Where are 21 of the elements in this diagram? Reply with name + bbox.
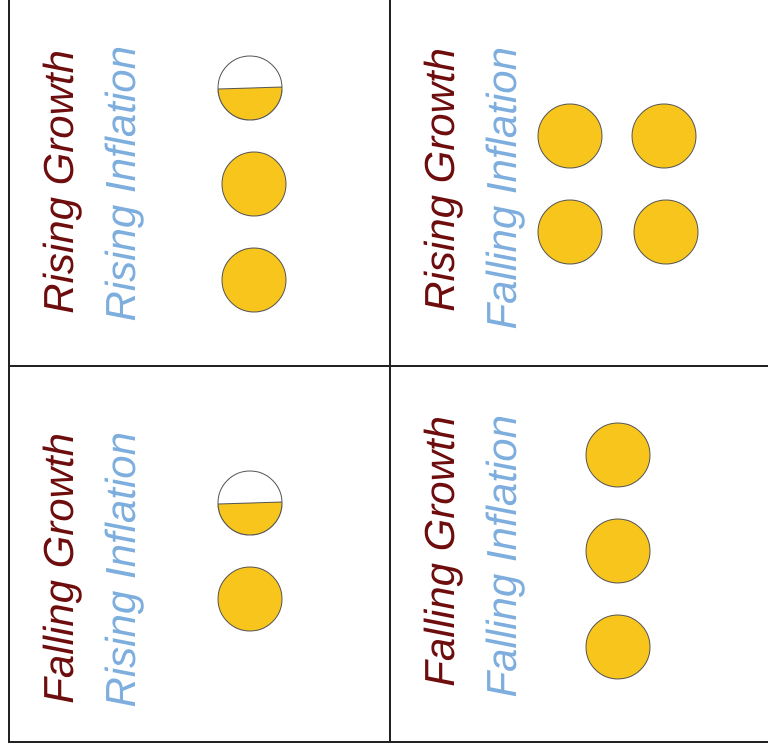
filled-circle: [585, 614, 651, 680]
filled-circle: [631, 103, 697, 169]
filled-circle: [537, 103, 603, 169]
growth-label: Rising Growth: [38, 50, 80, 314]
growth-label: Falling Growth: [38, 433, 80, 704]
inflation-label: Rising Inflation: [100, 432, 142, 707]
growth-label: Rising Growth: [419, 48, 461, 312]
filled-circle: [585, 422, 651, 488]
filled-circle: [537, 199, 603, 265]
filled-circle: [221, 247, 287, 313]
inflation-label: Falling Inflation: [481, 46, 523, 329]
inflation-label: Rising Inflation: [100, 46, 142, 321]
filled-circle: [633, 199, 699, 265]
filled-circle: [217, 566, 283, 632]
filled-circle: [221, 151, 287, 217]
inflation-label: Falling Inflation: [481, 414, 523, 697]
half-filled-circle: [217, 470, 283, 536]
filled-circle: [585, 518, 651, 584]
half-filled-circle: [217, 55, 283, 121]
quadrant-panel: [8, 365, 391, 743]
growth-label: Falling Growth: [419, 416, 461, 687]
